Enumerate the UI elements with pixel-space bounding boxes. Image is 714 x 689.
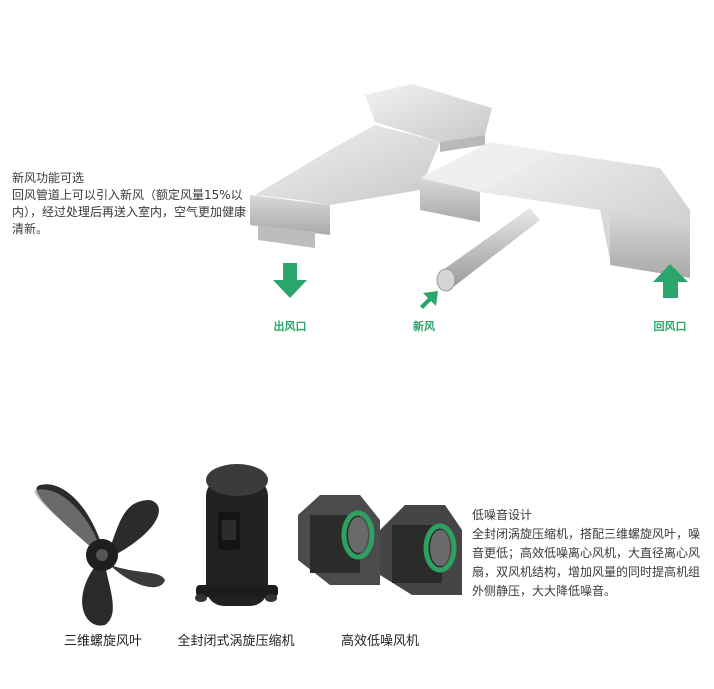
- return-label: 回风口: [653, 320, 687, 333]
- duct-center-top: [420, 142, 552, 192]
- return-arrow-icon: [653, 264, 688, 298]
- fresh-air-title: 新风功能可选: [12, 171, 85, 185]
- duct-outlet: [258, 225, 315, 248]
- fresh-air-body: 回风管道上可以引入新风（额定风量15%以内），经过处理后再送入室内，空气更加健康…: [12, 188, 247, 236]
- fresh-air-arrow-icon: [420, 291, 438, 309]
- duct-right-front: [610, 210, 690, 278]
- pipe-opening: [436, 268, 456, 292]
- duct-upper-side: [440, 135, 485, 152]
- low-noise-body: 全封闭涡旋压缩机，搭配三维螺旋风叶，噪音更低；高效低噪离心风机，大直径离心风扇，…: [472, 527, 701, 598]
- fresh-air-description: 新风功能可选 回风管道上可以引入新风（额定风量15%以内），经过处理后再送入室内…: [12, 170, 252, 238]
- duct-upper-top: [365, 84, 492, 142]
- duct-left-front: [250, 195, 330, 235]
- low-noise-title: 低噪音设计: [472, 508, 533, 522]
- fresh-air-label: 新风: [413, 320, 435, 333]
- fan-blade-icon: [34, 484, 165, 626]
- fan-blade-caption: 三维螺旋风叶: [63, 634, 142, 649]
- blower-icon: [298, 495, 462, 595]
- outlet-label: 出风口: [273, 320, 307, 333]
- blower-caption: 高效低噪风机: [340, 634, 419, 649]
- compressor-icon: [195, 464, 278, 606]
- duct-left-top: [255, 125, 440, 205]
- outlet-arrow-icon: [273, 263, 307, 298]
- duct-center-front: [420, 178, 480, 222]
- low-noise-description: 低噪音设计 全封闭涡旋压缩机，搭配三维螺旋风叶，噪音更低；高效低噪离心风机，大直…: [472, 506, 708, 601]
- fresh-air-pipe: [440, 208, 540, 288]
- compressor-caption: 全封闭式涡旋压缩机: [177, 634, 295, 649]
